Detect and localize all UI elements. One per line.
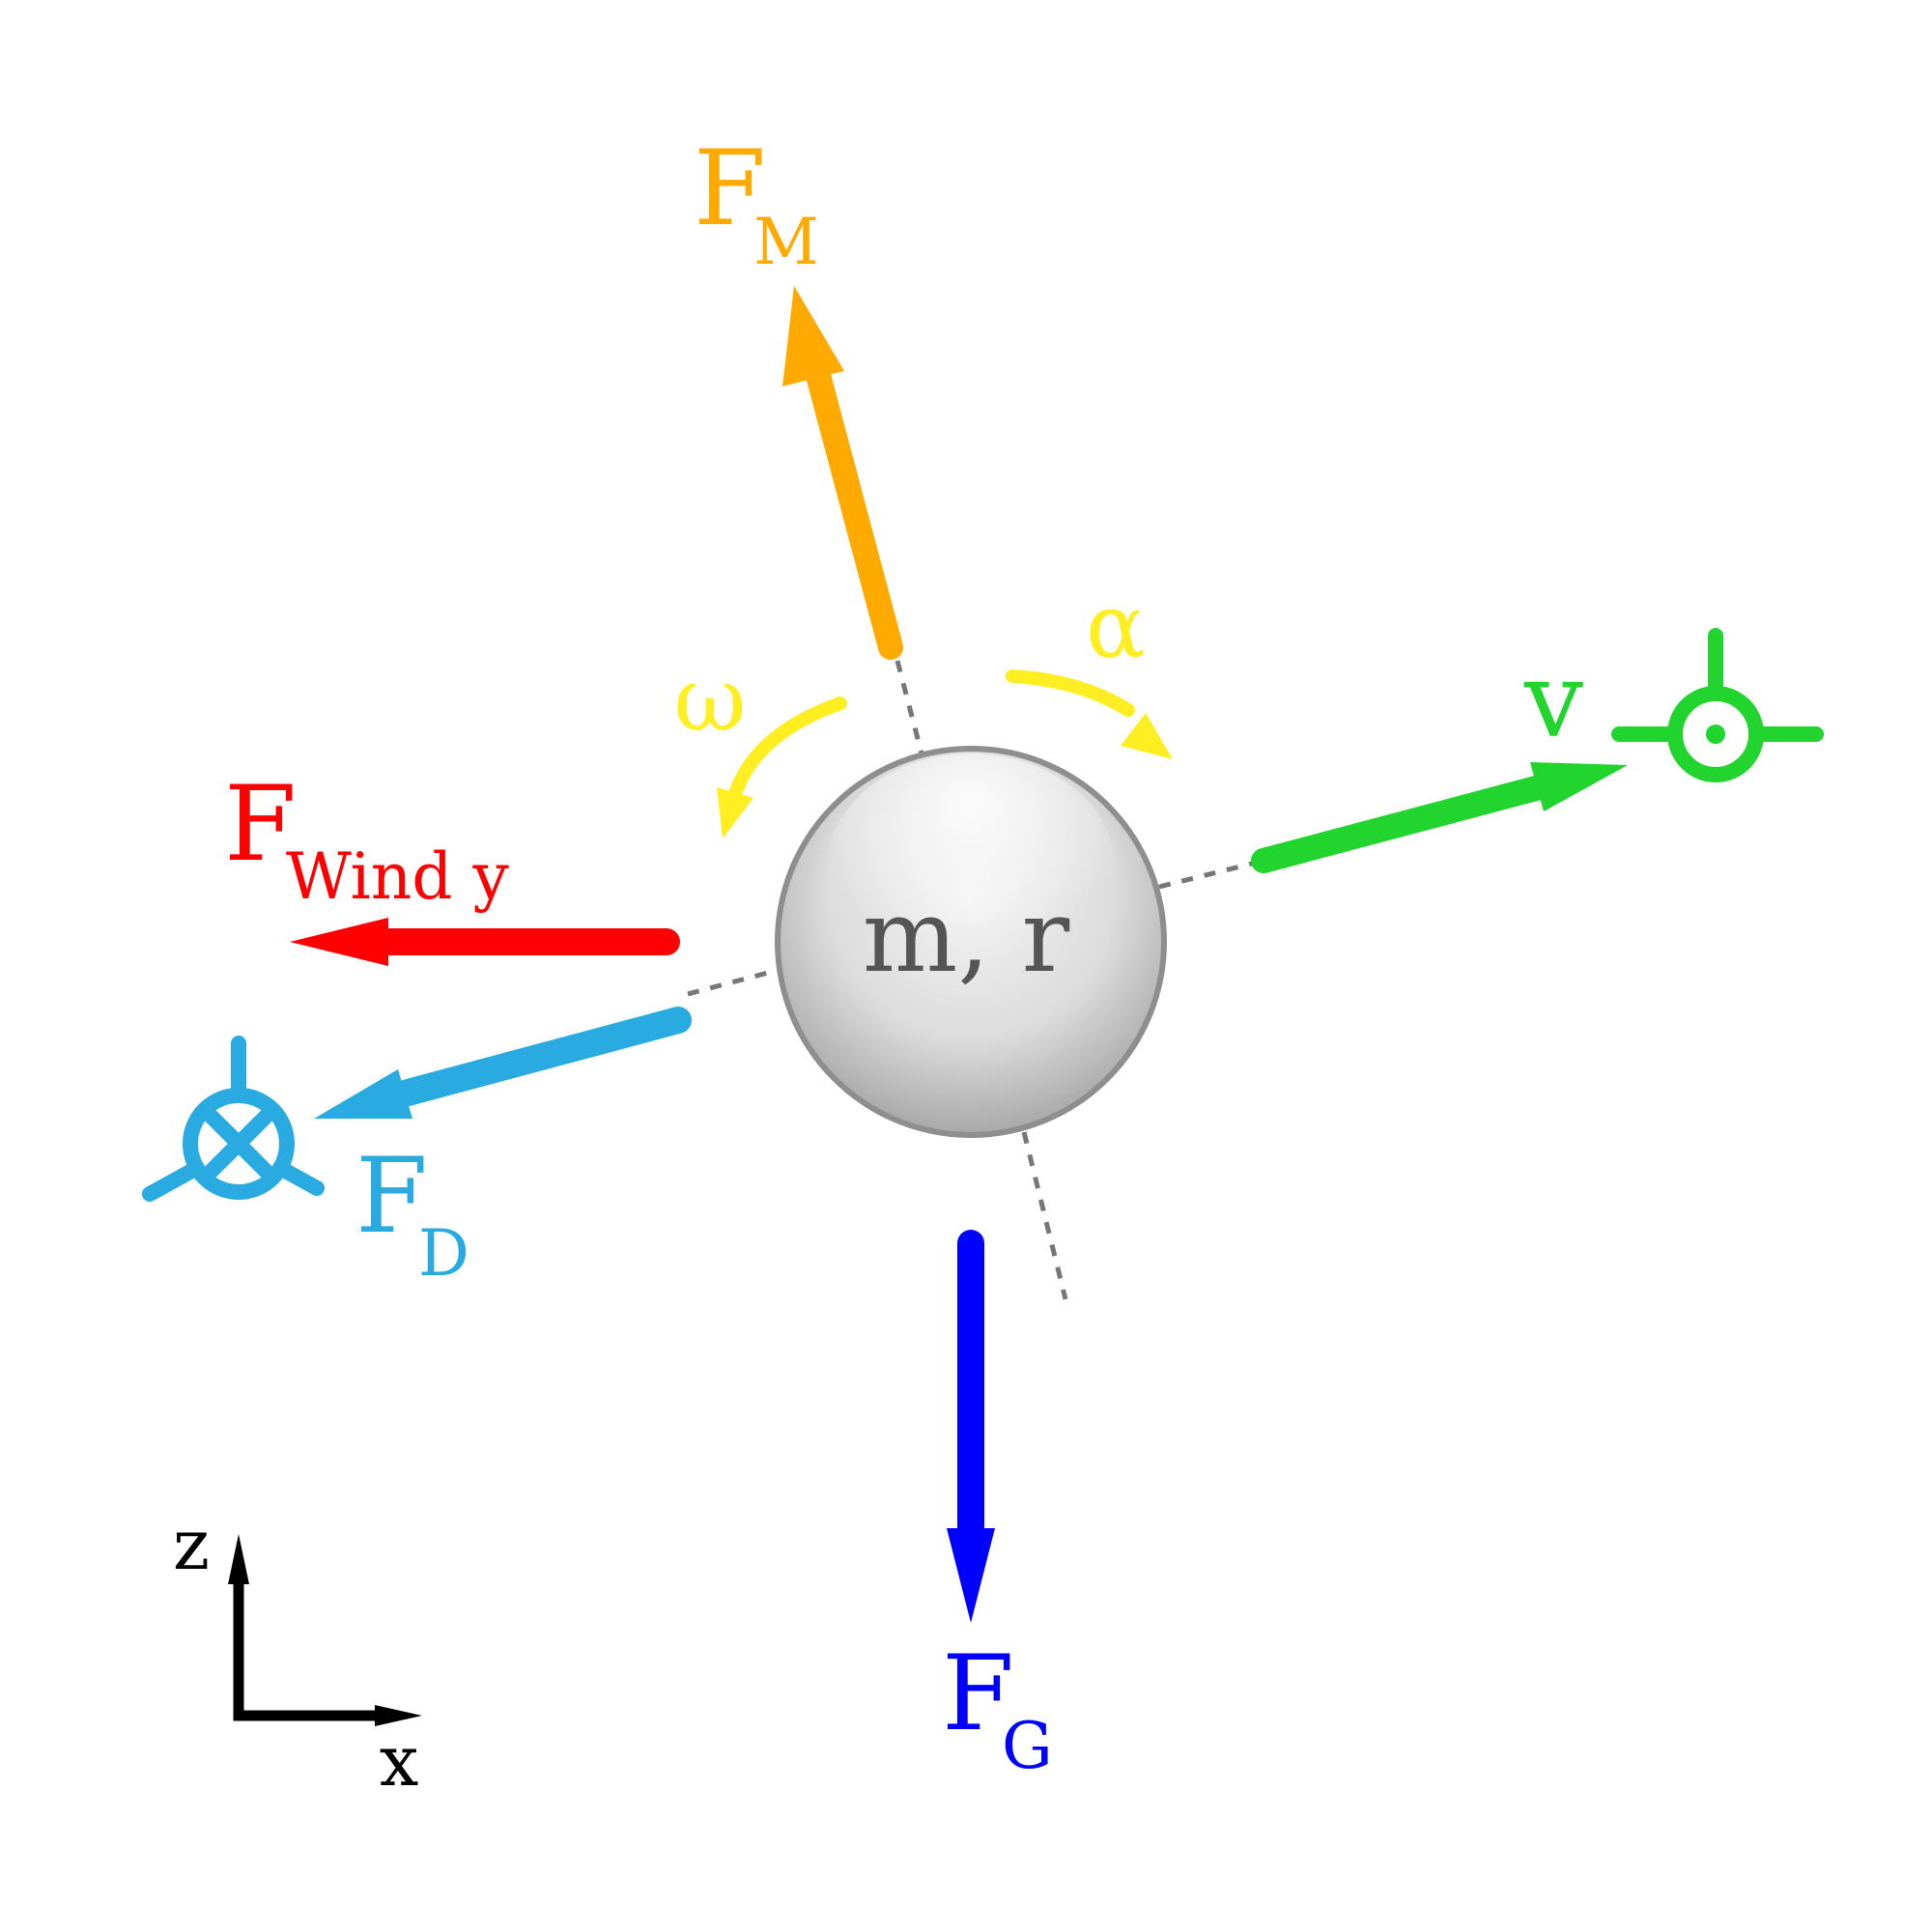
magnus-force-arrow [782,286,903,660]
drag-force-label: F D [355,1136,469,1291]
sphere-label: m, r [863,877,1070,995]
z-axis-label: z [173,1504,210,1585]
velocity-label: v [1523,640,1583,761]
magnus-force-label: F M [694,128,819,279]
omega-rotation-arrow [717,696,847,838]
wind-force-symbol: F [224,764,297,885]
reference-dashed-lines [687,660,1257,1300]
magnus-force-subscript: M [753,205,819,279]
z-axis-arrowhead [228,1534,249,1584]
omega-label: ω [673,648,746,752]
magnus-force-symbol: F [694,128,766,249]
coordinate-axes [228,1534,422,1726]
drag-force-symbol: F [355,1136,428,1257]
sphere [775,746,1167,1138]
gravity-force-symbol: F [942,1634,1014,1754]
alpha-rotation-arrow [1006,669,1173,759]
x-axis-arrowhead [375,1705,422,1726]
gravity-force-subscript: G [1002,1709,1053,1783]
wind-force-subscript: Wind y [286,839,510,914]
out-of-plane-dot-icon [1611,628,1824,782]
alpha-label: α [1086,575,1146,678]
gravity-force-label: F G [942,1634,1053,1783]
into-plane-cross-icon [142,1036,325,1202]
velocity-arrow [1251,762,1628,873]
x-axis-label: x [380,1720,419,1802]
drag-force-subscript: D [418,1216,469,1291]
drag-force-arrow [314,1007,692,1119]
wind-force-label: F Wind y [224,764,510,914]
wind-force-arrow [290,918,680,966]
gravity-force-arrow [947,1230,995,1623]
